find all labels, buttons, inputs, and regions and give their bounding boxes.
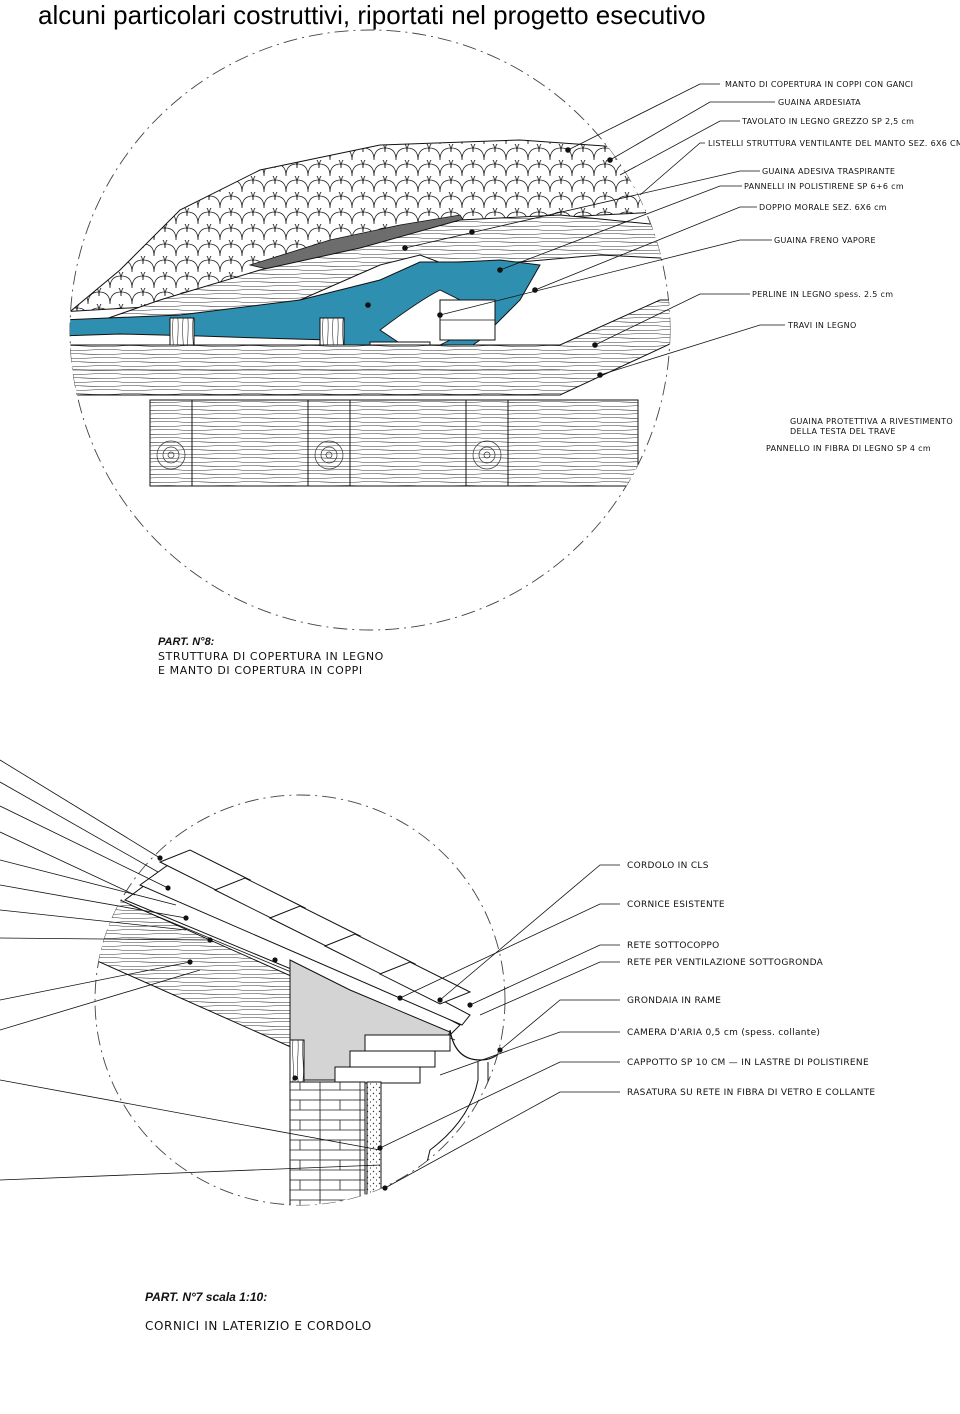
detail-8-leaders (404, 83, 785, 376)
d8-label-tavolato: TAVOLATO IN LEGNO GREZZO SP 2,5 cm (741, 117, 914, 126)
d8-caption-title: PART. N°8: (158, 636, 215, 648)
d7-label-camera-aria: CAMERA D'ARIA 0,5 cm (spess. collante) (627, 1028, 820, 1038)
d7-label-cappotto: CAPPOTTO SP 10 CM — IN LASTRE DI POLISTI… (627, 1058, 869, 1068)
d7-label-grondaia: GRONDAIA IN RAME (627, 996, 721, 1006)
d8-label-pannelli: PANNELLI IN POLISTIRENE SP 6+6 cm (744, 182, 904, 191)
detail-7-left-leaders (0, 759, 211, 1031)
d8-label-doppio-morale: DOPPIO MORALE SEZ. 6X6 cm (759, 203, 887, 212)
d8-label-manto: MANTO DI COPERTURA IN COPPI CON GANCI (725, 80, 913, 89)
page-title: alcuni particolari costruttivi, riportat… (38, 0, 706, 30)
d8-caption-line1: STRUTTURA DI COPERTURA IN LEGNO (158, 650, 384, 663)
d8-label-guaina-protettiva: GUAINA PROTETTIVA A RIVESTIMENTO (790, 417, 953, 426)
d8-label-guaina-adesiva: GUAINA ADESIVA TRASPIRANTE (762, 167, 895, 176)
d8-label-listelli: LISTELLI STRUTTURA VENTILANTE DEL MANTO … (708, 139, 960, 148)
detail-8-drawing: MANTO DI COPERTURA IN COPPI CON GANCI GU… (69, 29, 960, 677)
d8-label-pannello-fibra: PANNELLO IN FIBRA DI LEGNO SP 4 cm (766, 444, 931, 453)
detail-8-leader-dots (365, 147, 613, 378)
d7-label-rete-sottocoppo: RETE SOTTOCOPPO (627, 941, 720, 951)
d8-caption-line2: E MANTO DI COPERTURA IN COPPI (158, 664, 363, 677)
d7-label-cornice: CORNICE ESISTENTE (627, 900, 725, 910)
d7-label-cordolo: CORDOLO IN CLS (627, 861, 709, 871)
d8-label-testa-trave: DELLA TESTA DEL TRAVE (790, 427, 896, 436)
d7-label-rete-ventilazione: RETE PER VENTILAZIONE SOTTOGRONDA (627, 958, 824, 968)
detail-7-right-leaders (0, 864, 620, 1189)
detail-7-drawing: CORDOLO IN CLS CORNICE ESISTENTE RETE SO… (0, 759, 875, 1333)
detail-7-leader-dots (157, 855, 503, 1191)
d8-label-travi: TRAVI IN LEGNO (787, 321, 857, 330)
d8-label-perline: PERLINE IN LEGNO spess. 2.5 cm (752, 290, 893, 299)
d7-caption-line1: CORNICI IN LATERIZIO E CORDOLO (145, 1319, 372, 1333)
d8-label-guaina-freno: GUAINA FRENO VAPORE (774, 236, 876, 245)
d7-label-rasatura: RASATURA SU RETE IN FIBRA DI VETRO E COL… (627, 1088, 875, 1098)
d8-label-guaina-ardesiata: GUAINA ARDESIATA (778, 98, 861, 107)
d7-caption-title: PART. N°7 scala 1:10: (145, 1290, 267, 1304)
